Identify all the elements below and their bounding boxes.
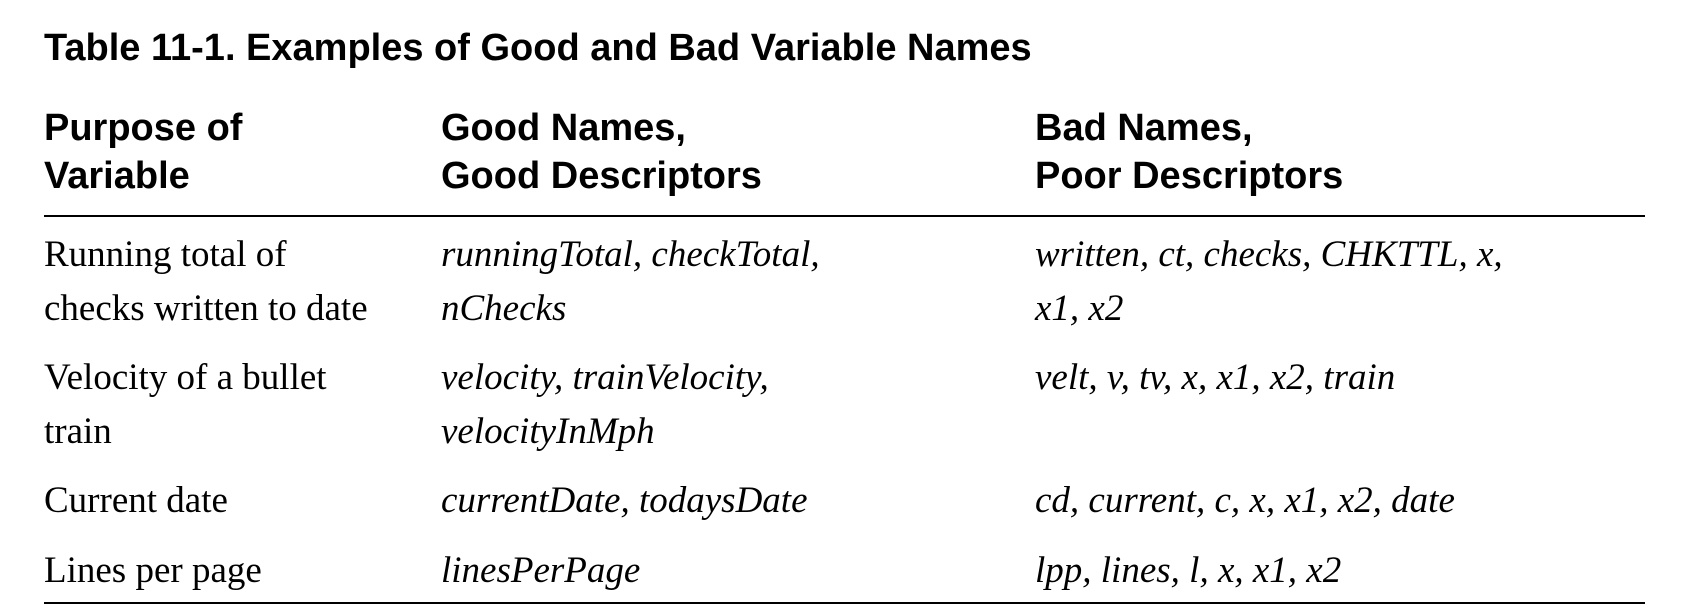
cell-line: Velocity of a bullet <box>44 357 327 398</box>
cell-line: cd, current, c, x, x1, x2, date <box>1035 480 1455 521</box>
column-header-line: Good Descriptors <box>441 155 762 197</box>
cell-line: lpp, lines, l, x, x1, x2 <box>1035 550 1342 591</box>
cell-line: velt, v, tv, x, x1, x2, train <box>1035 357 1396 398</box>
table-cell-good-names: velocity, trainVelocity, velocityInMph <box>441 351 769 459</box>
cell-line: Lines per page <box>44 550 262 591</box>
cell-line: velocityInMph <box>441 411 655 452</box>
bottom-rule <box>44 602 1645 604</box>
table-cell-good-names: currentDate, todaysDate <box>441 474 808 528</box>
table-cell-purpose: Velocity of a bullet train <box>44 351 327 459</box>
cell-line: x1, x2 <box>1035 288 1124 329</box>
table-cell-bad-names: velt, v, tv, x, x1, x2, train <box>1035 351 1395 405</box>
cell-line: linesPerPage <box>441 550 641 591</box>
cell-line: currentDate, todaysDate <box>441 480 808 521</box>
column-header-line: Purpose of <box>44 107 243 149</box>
table-cell-good-names: runningTotal, checkTotal, nChecks <box>441 228 820 336</box>
table-cell-bad-names: lpp, lines, l, x, x1, x2 <box>1035 544 1341 598</box>
cell-line: train <box>44 411 112 452</box>
column-header-line: Good Names, <box>441 107 686 149</box>
table-cell-bad-names: cd, current, c, x, x1, x2, date <box>1035 474 1455 528</box>
column-header-purpose: Purpose of Variable <box>44 104 242 200</box>
column-header-bad-names: Bad Names, Poor Descriptors <box>1035 104 1343 200</box>
column-header-line: Poor Descriptors <box>1035 155 1344 197</box>
cell-line: nChecks <box>441 288 567 329</box>
cell-line: velocity, trainVelocity, <box>441 357 769 398</box>
table-caption: Table 11-1. Examples of Good and Bad Var… <box>44 27 1032 69</box>
cell-line: Running total of <box>44 234 287 275</box>
column-header-good-names: Good Names, Good Descriptors <box>441 104 762 200</box>
cell-line: Current date <box>44 480 228 521</box>
table-cell-purpose: Lines per page <box>44 544 262 598</box>
table-cell-purpose: Running total of checks written to date <box>44 228 368 336</box>
column-header-line: Variable <box>44 155 190 197</box>
cell-line: written, ct, checks, CHKTTL, x, <box>1035 234 1503 275</box>
table-cell-purpose: Current date <box>44 474 228 528</box>
column-header-line: Bad Names, <box>1035 107 1253 149</box>
header-rule <box>44 215 1645 217</box>
table-cell-good-names: linesPerPage <box>441 544 640 598</box>
cell-line: runningTotal, checkTotal, <box>441 234 820 275</box>
cell-line: checks written to date <box>44 288 368 329</box>
table-cell-bad-names: written, ct, checks, CHKTTL, x, x1, x2 <box>1035 228 1503 336</box>
